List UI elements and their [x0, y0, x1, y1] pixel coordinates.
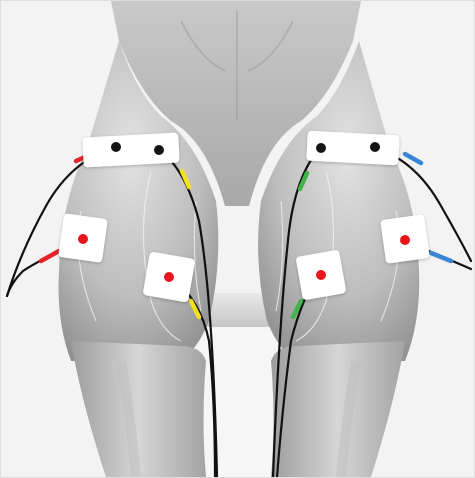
pad-left-top: [82, 133, 179, 168]
snap-black-right-1: [316, 143, 326, 153]
snap-black-left-2: [154, 145, 164, 155]
snap-black-left-1: [111, 142, 121, 152]
snap-red-right-mid: [400, 235, 410, 245]
snap-red-right-low: [316, 270, 326, 280]
sleeve-red-left-mid: [41, 251, 59, 261]
snap-black-right-2: [370, 142, 380, 152]
snap-red-left-mid: [78, 234, 88, 244]
snap-red-left-low: [164, 272, 174, 282]
sleeve-blue-right-mid: [431, 253, 451, 261]
sleeve-blue-right-top: [405, 154, 421, 163]
